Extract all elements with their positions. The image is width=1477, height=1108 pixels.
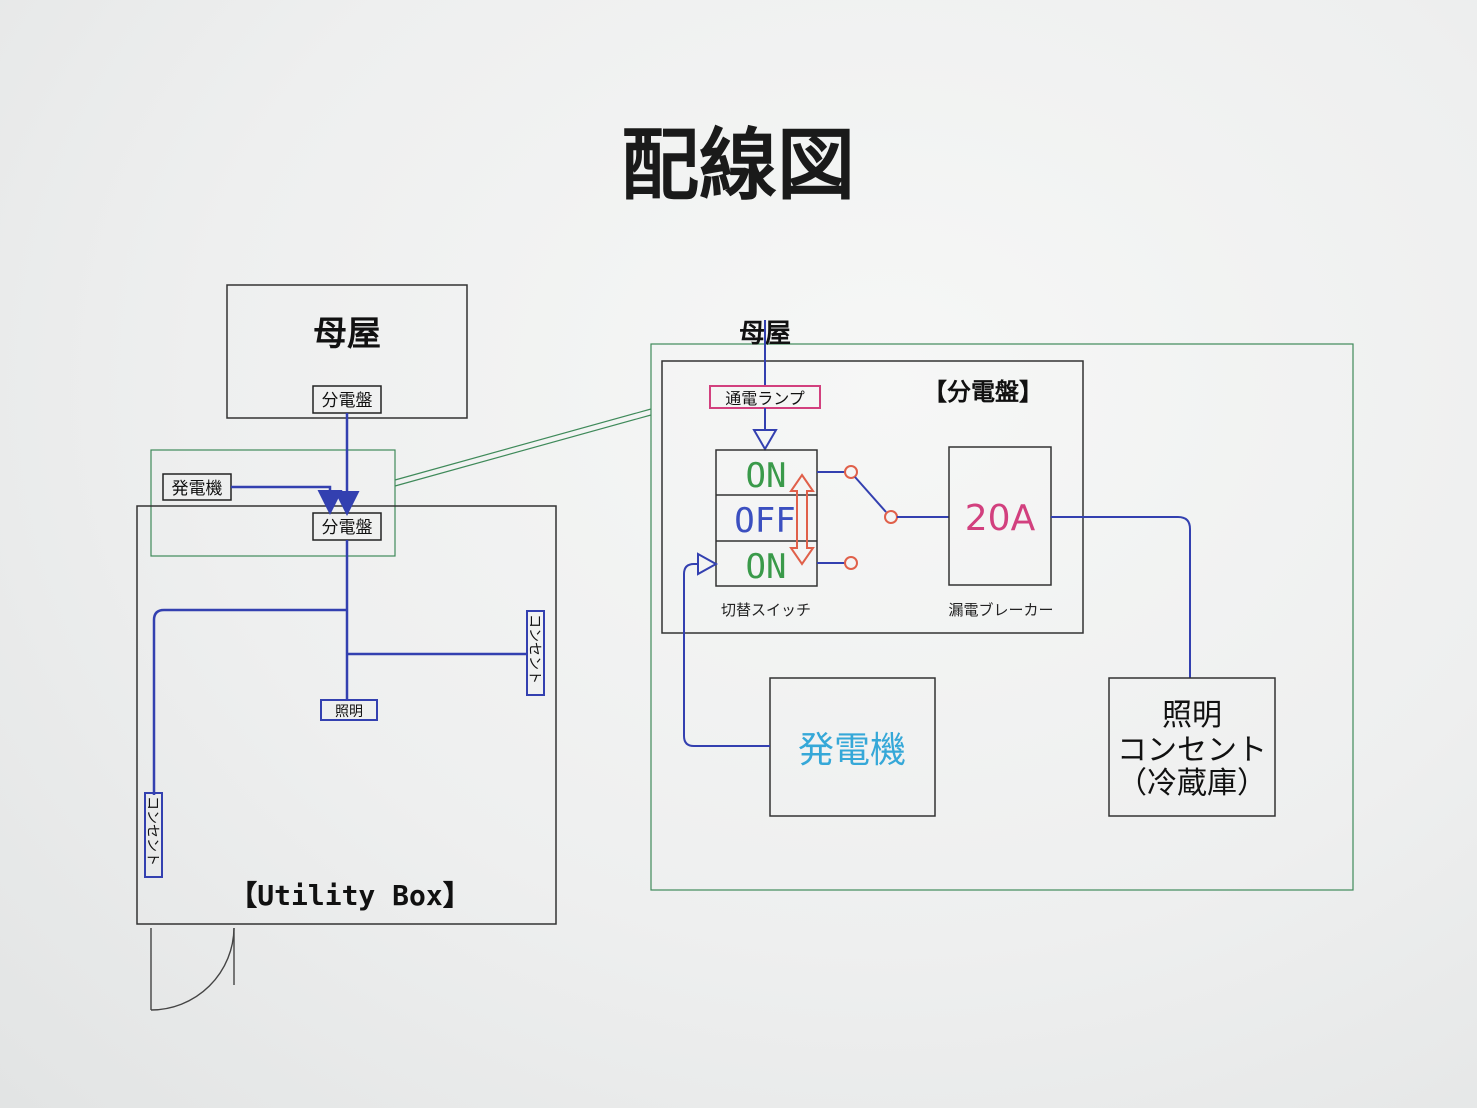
main-panel-label: 分電盤: [322, 391, 373, 411]
outlet-right-label: コンセント: [526, 614, 542, 684]
wire-left-branch: [152, 608, 347, 795]
main-house-label: 母屋: [313, 314, 381, 354]
sub-panel-label: 分電盤: [322, 518, 373, 538]
contact-common: [884, 510, 898, 524]
panel-title: 【分電盤】: [923, 378, 1043, 406]
load-line-2: コンセント: [1117, 733, 1267, 768]
zoom-line-1: [394, 408, 652, 481]
contact-top: [844, 465, 858, 479]
light-label: 照明: [335, 704, 363, 720]
generator-input-arrow: [697, 552, 719, 576]
transfer-switch-box: [715, 449, 818, 587]
wire-generator-to-switch: [683, 563, 770, 747]
right-diagram: 母屋 【分電盤】 通電ランプ ON OFF ON 切替スイッチ 20A 漏電ブレ…: [650, 319, 1354, 891]
switch-on-top: ON: [746, 456, 787, 496]
diagram-title: 配線図: [621, 121, 855, 211]
contact-bottom: [844, 556, 858, 570]
switch-lever: [854, 476, 887, 513]
switch-on-bottom: ON: [746, 547, 787, 587]
switch-input-arrow: [752, 429, 778, 451]
wire-breaker-to-load: [1051, 516, 1191, 678]
breaker-caption: 漏電ブレーカー: [948, 601, 1053, 619]
sub-panel-frame: [150, 449, 396, 557]
breaker-rating: 20A: [965, 498, 1036, 539]
zoom-line-2: [394, 414, 652, 487]
outlet-left-box: [144, 792, 163, 878]
wire-generator-to-sub: [231, 485, 343, 515]
generator-label: 発電機: [798, 730, 906, 771]
right-outer-frame: [650, 343, 1354, 891]
load-box: [1108, 677, 1276, 817]
light-box: [320, 699, 378, 721]
switch-caption: 切替スイッチ: [721, 601, 811, 619]
switch-off: OFF: [734, 501, 795, 541]
outlet-right-box: [526, 610, 545, 696]
outlet-left-label: コンセント: [144, 796, 160, 866]
power-lamp-label: 通電ランプ: [725, 389, 805, 408]
distribution-panel-box: [661, 360, 1084, 634]
left-generator-label: 発電機: [172, 479, 223, 499]
switch-toggle-arrow: [789, 473, 815, 566]
left-diagram: 母屋 分電盤 【Utility Box】 発電機 分電盤 コンセント 照明 コン…: [136, 284, 557, 1011]
load-line-1: 照明: [1162, 698, 1222, 733]
utility-box-label: 【Utility Box】: [229, 879, 470, 912]
load-line-3: （冷蔵庫）: [1117, 766, 1267, 801]
door-swing: [150, 927, 235, 1011]
